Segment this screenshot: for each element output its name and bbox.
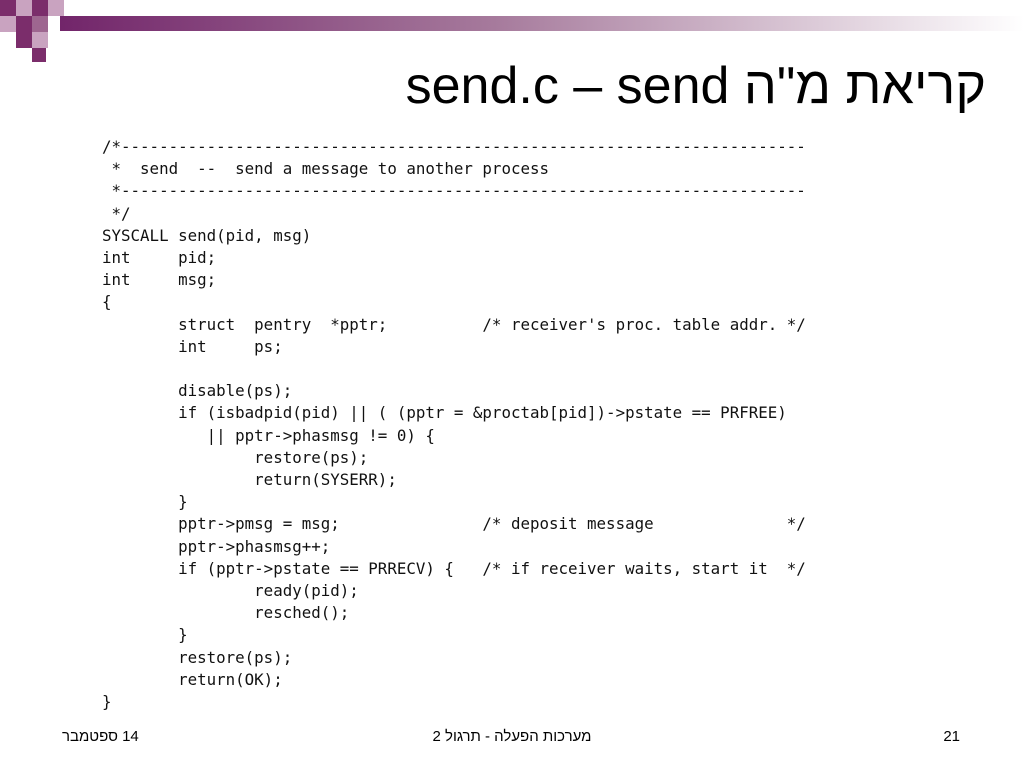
footer-page-number: 21 [943, 728, 960, 745]
code-line: || pptr->phasmsg != 0) { [102, 425, 435, 445]
code-line: *---------------------------------------… [102, 181, 806, 201]
code-line: } [102, 492, 188, 512]
footer-date: 14 ספטמבר [62, 728, 139, 745]
code-line: int pid; [102, 248, 217, 268]
code-line: restore(ps); [102, 447, 369, 467]
code-line: return(OK); [102, 669, 283, 689]
code-line: resched(); [102, 603, 350, 623]
code-line: disable(ps); [102, 381, 293, 401]
code-line: ready(pid); [102, 581, 359, 601]
code-line: } [102, 625, 188, 645]
corner-square-9 [32, 32, 48, 48]
code-line: int msg; [102, 270, 217, 290]
code-line: SYSCALL send(pid, msg) [102, 225, 312, 245]
code-line: if (isbadpid(pid) || ( (pptr = &proctab[… [102, 403, 787, 423]
corner-square-4 [48, 0, 64, 16]
code-block: /*--------------------------------------… [102, 136, 806, 713]
code-line: } [102, 692, 112, 712]
code-line: if (pptr->pstate == PRRECV) { /* if rece… [102, 558, 806, 578]
code-line: { [102, 292, 112, 312]
code-line: /*--------------------------------------… [102, 137, 806, 156]
code-line: pptr->phasmsg++; [102, 536, 331, 556]
corner-square-2 [16, 0, 32, 16]
code-line: int ps; [102, 336, 283, 356]
code-line: return(SYSERR); [102, 470, 397, 490]
code-line: * send -- send a message to another proc… [102, 159, 550, 179]
corner-square-1 [0, 0, 16, 16]
code-line [102, 358, 806, 380]
corner-square-8 [16, 32, 32, 48]
corner-square-10 [32, 48, 46, 62]
code-line: pptr->pmsg = msg; /* deposit message */ [102, 514, 806, 534]
corner-square-7 [32, 16, 48, 32]
slide-title: קריאת מ"ה send.c – send [405, 57, 986, 115]
corner-square-6 [16, 16, 32, 32]
code-line: struct pentry *pptr; /* receiver's proc.… [102, 314, 806, 334]
code-line: */ [102, 203, 131, 223]
corner-square-3 [32, 0, 48, 16]
corner-square-5 [0, 16, 16, 32]
code-line: restore(ps); [102, 647, 293, 667]
footer-course-name: מערכות הפעלה - תרגול 2 [432, 728, 592, 745]
header-gradient-bar [60, 16, 1024, 31]
